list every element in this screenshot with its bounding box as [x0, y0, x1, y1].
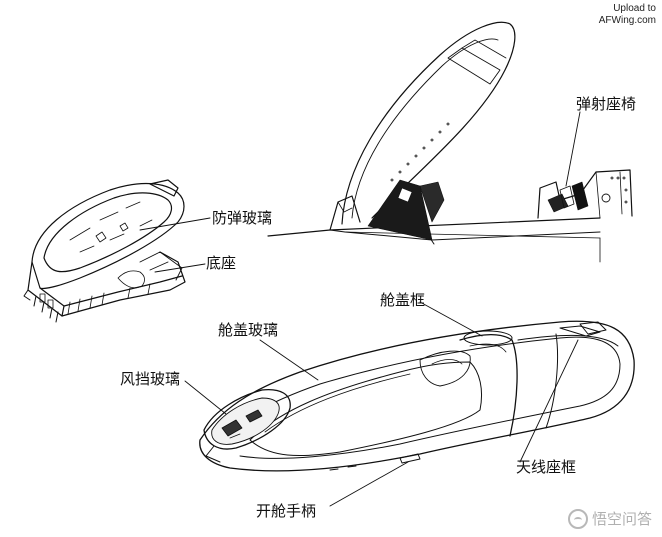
- leader-canopy-glass: [259, 339, 319, 381]
- wukong-watermark-text: 悟空问答: [591, 510, 652, 528]
- leader-canopy-frame: [419, 301, 483, 337]
- canopy-assembly-drawing: [199, 320, 635, 472]
- label-canopy-glass: 舱盖玻璃: [218, 321, 279, 339]
- label-canopy-handle: 开舱手柄: [256, 502, 317, 520]
- leader-bulletproof-glass: [139, 217, 211, 231]
- upload-watermark-line2: AFWing.com: [598, 15, 656, 26]
- label-canopy-frame: 舱盖框: [380, 291, 426, 309]
- label-bulletproof-glass: 防弹玻璃: [212, 209, 273, 227]
- cockpit-side-view-drawing: [267, 21, 633, 263]
- leader-base: [154, 263, 206, 273]
- leader-canopy-handle: [329, 461, 409, 507]
- wukong-logo-icon: [567, 508, 588, 529]
- leader-windshield-glass: [184, 380, 227, 415]
- label-ejection-seat: 弹射座椅: [576, 95, 637, 113]
- label-base: 底座: [206, 254, 237, 272]
- windshield-assembly-drawing: [23, 179, 186, 323]
- wukong-watermark: 悟空问答: [567, 508, 652, 529]
- label-windshield-glass: 风挡玻璃: [120, 370, 181, 388]
- upload-watermark: Upload to AFWing.com: [599, 3, 656, 27]
- leader-antenna-mount: [519, 339, 579, 463]
- upload-watermark-line1: Upload to: [613, 3, 656, 14]
- label-antenna-mount: 天线座框: [516, 458, 577, 476]
- leader-ejection-seat: [565, 111, 581, 187]
